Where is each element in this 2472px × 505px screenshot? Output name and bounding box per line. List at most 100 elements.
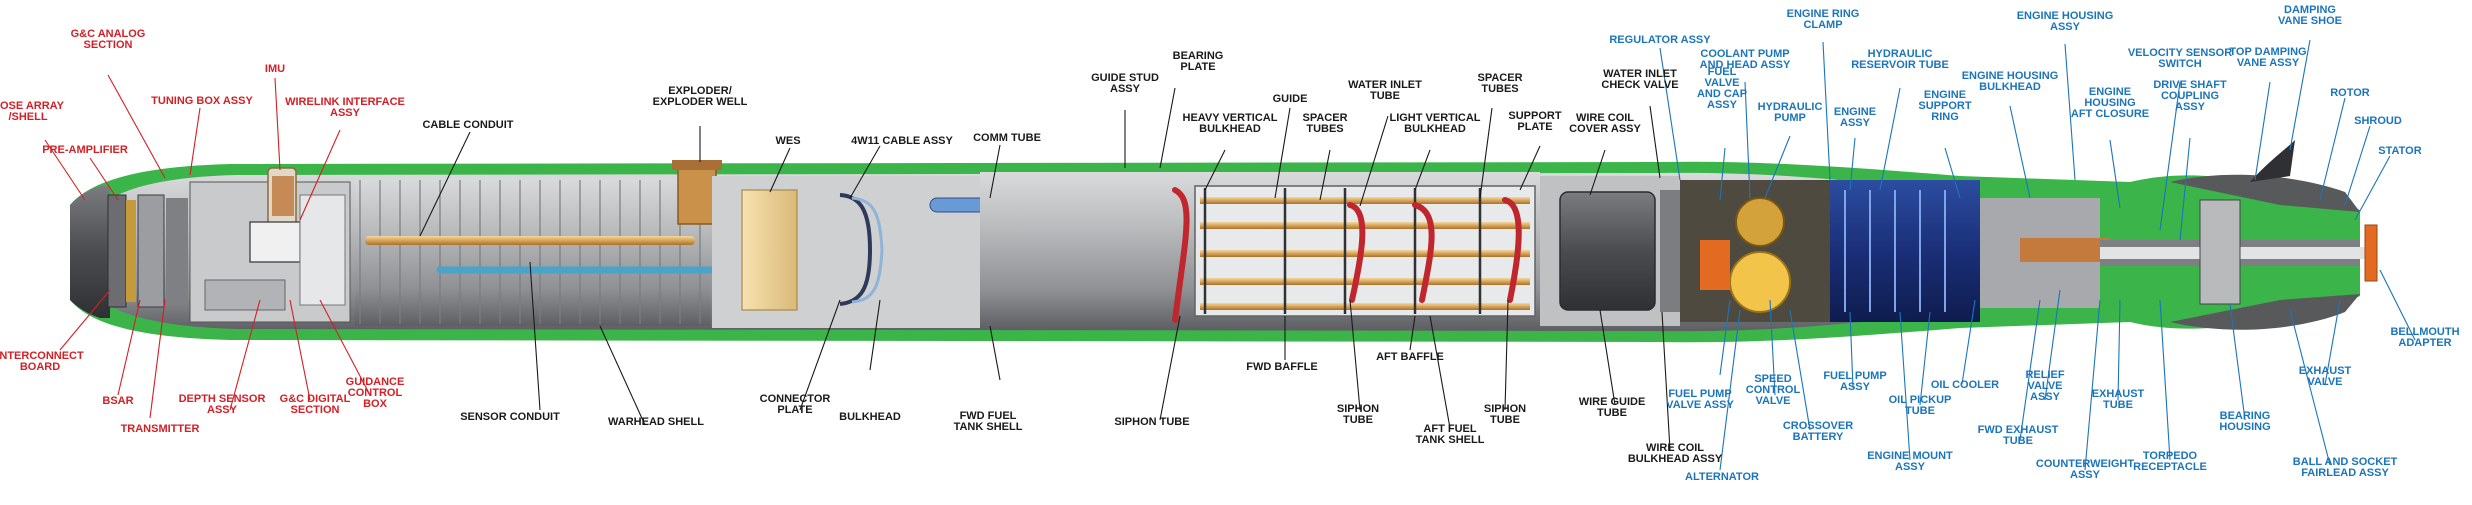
label-line: BULKHEAD: [1979, 81, 2041, 93]
nose-array: [70, 186, 110, 318]
label-line: VANE ASSY: [2237, 57, 2300, 69]
label-line: CHECK VALVE: [1601, 79, 1678, 91]
cable-conduit-tube: [365, 236, 695, 245]
label-siphon-tube-1: SIPHON TUBE: [1114, 416, 1189, 428]
label-line: BULKHEAD: [1404, 123, 1466, 135]
label-line: GUIDANCE: [346, 376, 405, 388]
label-line: SECTION: [291, 404, 340, 416]
label-line: CLAMP: [1803, 19, 1842, 31]
label-line: TANK SHELL: [954, 421, 1023, 433]
label-line: TOP DAMPING: [2229, 46, 2306, 58]
label-line: SENSOR CONDUIT: [460, 411, 560, 423]
label-line: G&C DIGITAL: [280, 393, 351, 405]
label-line: GUIDE: [1273, 93, 1308, 105]
shroud-top: [2170, 174, 2360, 212]
label-line: ASSY: [1840, 117, 1871, 129]
label-line: ASSY: [330, 107, 361, 119]
label-line: HEAVY VERTICAL: [1183, 112, 1278, 124]
label-line: SWITCH: [2158, 58, 2201, 70]
label-line: RELIEF: [2025, 369, 2064, 381]
label-line: ENGINE: [1834, 106, 1876, 118]
label-tuning-box-assy: TUNING BOX ASSY: [151, 95, 253, 107]
label-line: AFT BAFFLE: [1376, 351, 1444, 363]
label-line: ASSY: [1707, 99, 1738, 111]
label-line: VALVE: [1755, 395, 1790, 407]
label-line: SPACER: [1477, 72, 1522, 84]
label-line: TUBE: [1490, 414, 1520, 426]
label-line: ENGINE: [1924, 89, 1966, 101]
label-line: CABLE CONDUIT: [422, 119, 513, 131]
label-line: BEARING: [2220, 410, 2271, 422]
label-line: ENGINE RING: [1787, 8, 1860, 20]
label-fwd-baffle: FWD BAFFLE: [1246, 361, 1317, 373]
label-line: BULKHEAD: [839, 411, 901, 423]
label-comm-tube: COMM TUBE: [973, 132, 1041, 144]
label-line: TUBE: [2103, 399, 2133, 411]
label-line: WATER INLET: [1603, 68, 1677, 80]
label-line: BULKHEAD ASSY: [1628, 453, 1723, 465]
label-line: TRANSMITTER: [121, 423, 200, 435]
label-line: TUBE: [1905, 405, 1935, 417]
label-line: PUMP: [1774, 112, 1806, 124]
label-line: ASSY: [1895, 461, 1926, 473]
label-wes: WES: [775, 135, 800, 147]
damping-vane: [2250, 140, 2295, 182]
label-line: TUBE: [2003, 435, 2033, 447]
label-line: BULKHEAD: [1199, 123, 1261, 135]
label-line: ENGINE HOUSING: [2017, 10, 2114, 22]
label-line: BSAR: [102, 395, 133, 407]
label-line: WATER INLET: [1348, 79, 1422, 91]
label-line: BOARD: [20, 361, 60, 373]
label-line: SPACER: [1302, 112, 1347, 124]
label-line: WES: [775, 135, 800, 147]
label-line: FWD EXHAUST: [1978, 424, 2059, 436]
label-line: ROTOR: [2330, 87, 2370, 99]
hydraulic-pump-shape: [1735, 197, 1785, 247]
label-line: ASSY: [2050, 21, 2081, 33]
label-guide: GUIDE: [1273, 93, 1308, 105]
label-line: ASSY: [2070, 469, 2101, 481]
wire-coil: [1559, 191, 1656, 311]
label-line: WIRELINK INTERFACE: [285, 96, 405, 108]
label-line: ASSY: [1840, 381, 1871, 393]
label-line: DRIVE SHAFT: [2153, 79, 2227, 91]
label-sensor-conduit: SENSOR CONDUIT: [460, 411, 560, 423]
torpedo-hull: [70, 140, 2378, 343]
label-line: VANE SHOE: [2278, 15, 2342, 27]
label-line: HOUSING: [2219, 421, 2270, 433]
label-stator: STATOR: [2378, 145, 2421, 157]
label-line: ASSY: [207, 404, 238, 416]
label-line: WIRE COIL: [1576, 112, 1634, 124]
label-imu: IMU: [265, 63, 285, 75]
label-line: PRE-AMPLIFIER: [42, 144, 128, 156]
label-line: ALTERNATOR: [1685, 471, 1759, 483]
label-line: COUNTERWEIGHT: [2036, 458, 2134, 470]
label-line: TUBES: [1481, 83, 1518, 95]
label-line: WARHEAD SHELL: [608, 416, 704, 428]
label-line: FUEL PUMP: [1668, 388, 1731, 400]
leader-lines-blue: [1659, 39, 2416, 471]
label-line: PLATE: [1517, 121, 1552, 133]
label-line: OIL PICKUP: [1889, 394, 1952, 406]
label-line: HOUSING: [2084, 97, 2135, 109]
